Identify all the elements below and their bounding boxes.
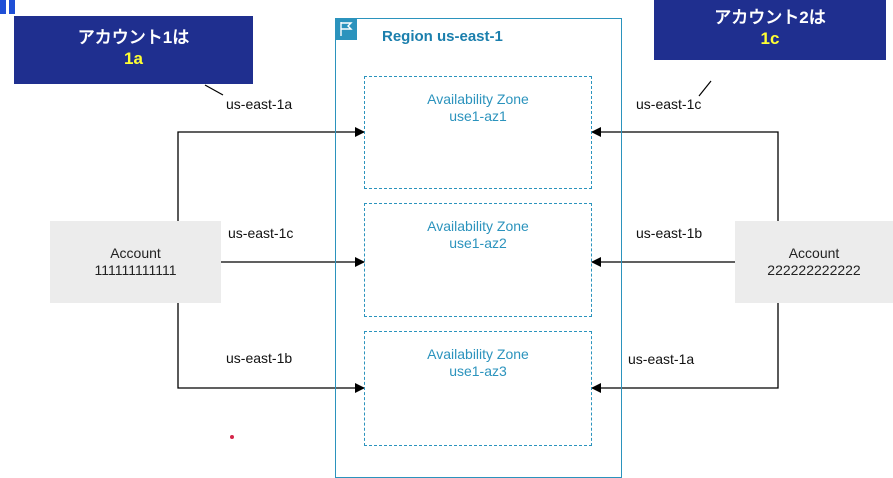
red-dot (230, 435, 234, 439)
flag-icon (335, 18, 357, 40)
connector-lines (177, 80, 779, 439)
account-id: 111111111111 (94, 262, 177, 278)
zone-id: use1-az1 (449, 108, 507, 124)
account-right: Account 222222222222 (735, 221, 893, 303)
right-arrow-1 (591, 127, 779, 221)
account-label: Account (788, 245, 840, 261)
zone-id: use1-az3 (449, 363, 507, 379)
callout-right: アカウント2は 1c (654, 0, 886, 60)
zone-title: Availability Zone (427, 91, 529, 107)
right-label-2: us-east-1b (636, 225, 703, 241)
callout-left-line1: アカウント1は (77, 28, 190, 47)
right-label-3: us-east-1a (628, 351, 695, 367)
left-arrow-1 (177, 127, 365, 221)
left-connectors (177, 127, 365, 393)
callout-right-pointer (698, 80, 712, 97)
availability-zone-2: Availability Zone use1-az2 (364, 203, 592, 317)
callout-right-line2: 1c (760, 29, 780, 48)
zone-title: Availability Zone (427, 346, 529, 362)
callout-left: アカウント1は 1a (14, 16, 253, 84)
corner-mark (9, 0, 15, 14)
callout-pointers (204, 80, 712, 97)
callout-left-line2: 1a (124, 49, 143, 68)
right-connectors (591, 127, 779, 393)
account-left: Account 111111111111 (50, 221, 221, 303)
account-id: 222222222222 (767, 262, 861, 278)
availability-zone-3: Availability Zone use1-az3 (364, 331, 592, 446)
availability-zone-1: Availability Zone use1-az1 (364, 76, 592, 189)
callout-right-line1: アカウント2は (714, 8, 826, 27)
zone-id: use1-az2 (449, 235, 507, 251)
left-arrow-3 (177, 303, 365, 393)
left-label-3: us-east-1b (226, 350, 293, 366)
account-label: Account (110, 245, 161, 261)
left-label-2: us-east-1c (228, 225, 294, 241)
zone-title: Availability Zone (427, 218, 529, 234)
callout-left-pointer (204, 84, 224, 96)
corner-mark (0, 0, 6, 14)
right-label-1: us-east-1c (636, 96, 702, 112)
left-label-1: us-east-1a (226, 96, 293, 112)
right-arrow-3 (591, 303, 779, 393)
region-title: Region us-east-1 (382, 28, 503, 45)
